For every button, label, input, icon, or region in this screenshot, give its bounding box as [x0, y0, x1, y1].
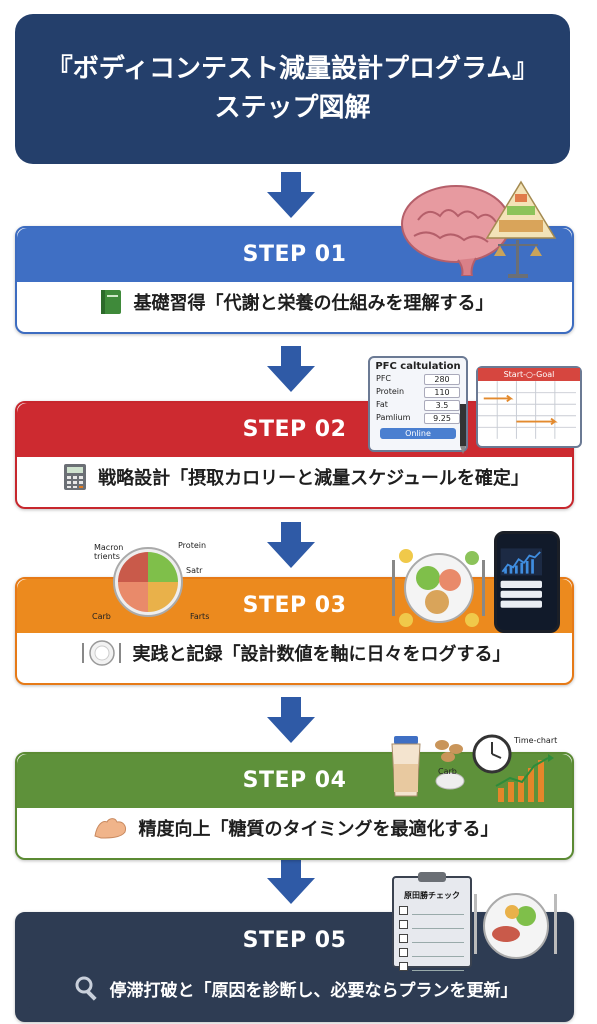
down-arrow-icon — [265, 697, 317, 745]
step-label: STEP 05 — [242, 928, 347, 953]
checklist-clipboard-icon: 原田勝チェック — [392, 872, 472, 971]
clock-icon — [472, 734, 512, 774]
phone-app-icon — [494, 531, 560, 633]
step-description: 実践と記録「設計数値を軸に日々をログする」 — [27, 633, 562, 673]
meal-plate-icon — [470, 884, 562, 966]
step-label: STEP 03 — [242, 593, 347, 618]
macro-plate-icon — [112, 546, 184, 618]
step-label: STEP 02 — [242, 417, 347, 442]
online-button: Online — [380, 428, 456, 439]
schedule-calendar-card: Start-○-Goal — [476, 366, 582, 448]
step-description: 精度向上「糖質のタイミングを最適化する」 — [27, 808, 562, 848]
down-arrow-icon — [265, 858, 317, 906]
satr-label: Satr — [186, 566, 203, 575]
title-banner: 『ボディコンテスト減量設計プログラム』 ステップ図解 — [15, 14, 570, 164]
step-03-card: STEP 03 実践と記録「設計数値を軸に日々をログする」 — [15, 577, 574, 685]
step-description: 基礎習得「代謝と栄養の仕組みを理解する」 — [27, 282, 562, 322]
protein-shaker-icon — [386, 734, 426, 798]
down-arrow-icon — [265, 346, 317, 394]
step-04-card: STEP 04 精度向上「糖質のタイミングを最適化する」 — [15, 752, 574, 860]
scale-icon — [490, 236, 546, 280]
plate-icon — [79, 639, 125, 667]
farts-label: Farts — [190, 612, 210, 621]
step-label: STEP 04 — [242, 768, 347, 793]
magnifier-icon — [72, 974, 102, 1002]
macronutrients-label: Macron trients — [94, 543, 124, 561]
muscle-arm-icon — [91, 814, 131, 842]
meal-plate-icon — [390, 548, 488, 628]
title-line-1: 『ボディコンテスト減量設計プログラム』 — [46, 54, 539, 84]
step-02-card: STEP 02 戦略設計「摂取カロリーと減量スケジュールを確定」 — [15, 401, 574, 509]
calculator-icon — [60, 463, 90, 491]
food-pyramid-icon — [485, 180, 557, 240]
step-description: 戦略設計「摂取カロリーと減量スケジュールを確定」 — [27, 457, 562, 497]
protein-label: Protein — [178, 541, 207, 550]
pen-icon — [456, 404, 470, 454]
step-description: 停滞打破と「原因を診断し、必要ならプランを更新」 — [27, 968, 562, 1008]
growth-chart-icon — [494, 752, 558, 804]
book-icon — [96, 288, 126, 316]
down-arrow-icon — [265, 522, 317, 570]
step-05-card: STEP 05 停滞打破と「原因を診断し、必要ならプランを更新」 — [15, 912, 574, 1022]
down-arrow-icon — [265, 172, 317, 220]
time-chart-label: Time-chart — [514, 736, 558, 745]
carb-label: Carb — [92, 612, 111, 621]
step-label: STEP 01 — [242, 242, 347, 267]
carb-label: Carb — [438, 767, 457, 776]
nuts-icon — [430, 737, 470, 793]
brain-icon — [398, 180, 518, 277]
title-line-2: ステップ図解 — [214, 93, 371, 123]
